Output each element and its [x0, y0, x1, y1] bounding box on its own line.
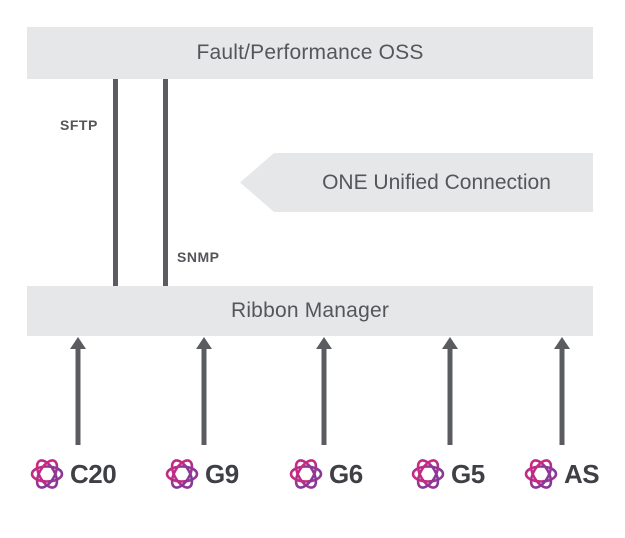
g5-up-arrow	[442, 337, 458, 445]
node-as: AS	[521, 454, 600, 494]
ribbon-logo-icon	[30, 455, 64, 493]
unified-arrow-shape	[240, 153, 593, 212]
node-label-c20: C20	[70, 458, 117, 489]
node-label-as: AS	[564, 458, 600, 489]
sftp-connector-line	[113, 79, 118, 286]
snmp-label: SNMP	[177, 249, 220, 265]
unified-connection-label: ONE Unified Connection	[322, 170, 551, 194]
oss-label: Fault/Performance OSS	[196, 41, 424, 64]
node-label-g5: G5	[451, 458, 485, 489]
g6-up-arrow	[316, 337, 332, 445]
node-label-g6: G6	[329, 458, 363, 489]
g9-up-arrow	[196, 337, 212, 445]
ribbon-manager-label: Ribbon Manager	[230, 299, 390, 322]
sftp-label: SFTP	[60, 117, 98, 133]
ribbon-logo-icon	[289, 455, 323, 493]
unified-connection-arrow: ONE Unified Connection	[240, 153, 593, 212]
ribbon-logo-icon	[524, 455, 558, 493]
node-c20: C20	[27, 454, 117, 494]
node-g9: G9	[162, 454, 239, 494]
fault-performance-oss-box: Fault/Performance OSS	[27, 27, 593, 79]
ribbon-manager-box: Ribbon Manager	[27, 286, 593, 336]
snmp-connector-line	[163, 79, 168, 286]
c20-up-arrow	[70, 337, 86, 445]
node-g5: G5	[408, 454, 485, 494]
node-label-g9: G9	[205, 458, 239, 489]
ribbon-logo-icon	[411, 455, 445, 493]
node-g6: G6	[286, 454, 363, 494]
as-up-arrow	[554, 337, 570, 445]
ribbon-logo-icon	[165, 455, 199, 493]
